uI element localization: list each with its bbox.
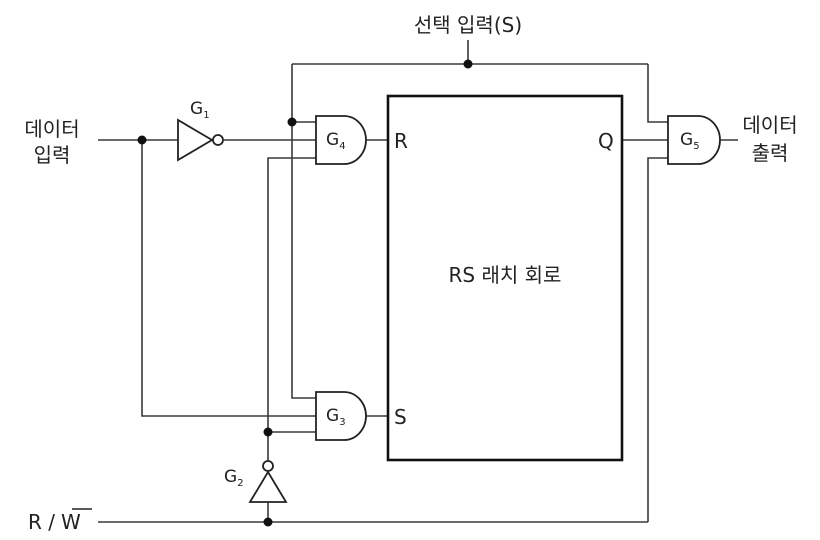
junction-dot (287, 117, 297, 127)
g5-and-gate-body (667, 115, 721, 165)
latch-s-label: S (394, 405, 407, 429)
g2-label: G2 (224, 467, 244, 489)
g3-and-gate-body (315, 391, 367, 441)
g4-label: G4 (326, 130, 346, 152)
data-output-label-line2: 출력 (752, 141, 789, 165)
junctions (137, 59, 473, 527)
g5-label: G5 (680, 130, 700, 152)
junction-dot (263, 427, 273, 437)
g2-not-gate-triangle (248, 470, 288, 503)
gate-g2: G2 (224, 460, 288, 503)
gate-g4: G4 (315, 115, 367, 165)
g2-output-wire (267, 157, 316, 466)
rw-wire (98, 157, 668, 523)
gate-g3: G3 (315, 391, 367, 441)
g2-inversion-bubble (262, 460, 274, 472)
data-output-label-line1: 데이터 (742, 113, 797, 137)
g1-not-gate-triangle (177, 118, 214, 162)
g3-label: G3 (326, 406, 346, 428)
g1-inversion-bubble (212, 134, 224, 146)
latch-q-label: Q (598, 129, 614, 153)
select-input-label: 선택 입력(S) (414, 13, 522, 37)
rw-label: R /W (28, 510, 81, 534)
latch-title: RS 래치 회로 (449, 263, 562, 287)
g1-label: G1 (190, 99, 210, 121)
junction-dot (263, 517, 273, 527)
data-input-wire (98, 139, 316, 417)
junction-dot (137, 135, 147, 145)
junction-dot (463, 59, 473, 69)
data-input-label-line1: 데이터 (24, 117, 79, 141)
g4-and-gate-body (315, 115, 367, 165)
data-input-label-line2: 입력 (34, 143, 71, 167)
latch-r-label: R (394, 129, 408, 153)
rw-label-w-bar: W (61, 510, 81, 534)
gate-g5: G5 (667, 115, 721, 165)
rw-label-r: R / (28, 510, 55, 534)
rs-latch-box (386, 94, 624, 462)
gate-g1: G1 (177, 99, 224, 162)
